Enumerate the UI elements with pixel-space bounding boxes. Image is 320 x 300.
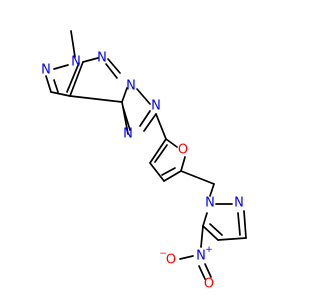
bond [53, 79, 59, 93]
bond [121, 87, 128, 103]
bond [180, 170, 215, 185]
bond [50, 91, 71, 97]
bond [180, 156, 186, 172]
atom-n-pyrazole2: N [234, 196, 244, 211]
bond [198, 265, 206, 280]
atom-o-nitro: O [166, 253, 176, 268]
molecule-canvas: N N N N N N O N N N + O − O [41, 30, 247, 292]
bond [69, 61, 84, 97]
atom-n-triazole: N [151, 99, 161, 114]
atom-o-furan: O [178, 143, 188, 158]
bond [204, 263, 212, 278]
bond [155, 113, 167, 140]
bond [163, 170, 182, 182]
bond [139, 110, 151, 127]
bond [149, 162, 165, 182]
atom-n-pyrazole: N [41, 63, 51, 78]
bond [143, 113, 157, 132]
bond [107, 58, 121, 74]
bond [122, 106, 131, 131]
atom-n-triazole: N [123, 127, 133, 142]
bond [161, 167, 176, 176]
bond [209, 183, 215, 197]
bond [69, 95, 123, 103]
bond-methyl [70, 30, 76, 58]
atom-n-methyl: N [71, 55, 81, 70]
bond [53, 64, 69, 70]
bond [82, 57, 99, 63]
bond [154, 144, 168, 163]
atom-n-nitro: N [196, 249, 206, 264]
bond [200, 225, 204, 248]
bond [66, 62, 80, 93]
bonds [45, 30, 247, 280]
bond [149, 138, 167, 164]
structure-diagram: N N N N N N O N N N + O − O [41, 30, 247, 292]
bond [209, 223, 223, 236]
charge-minus: − [159, 249, 167, 259]
bond [179, 255, 194, 260]
bond [237, 212, 241, 236]
charge-plus: + [205, 245, 213, 255]
atom-n-pyrazole2: N [205, 196, 215, 211]
bond [136, 88, 151, 105]
bond [105, 63, 118, 79]
atom-n-pyrimidine: N [97, 51, 107, 66]
bond [217, 237, 247, 241]
bond [165, 138, 178, 148]
bond [45, 75, 52, 93]
atom-n-bridge: N [126, 79, 136, 94]
bond [202, 212, 208, 227]
bond [243, 210, 247, 239]
atom-o-nitro: O [204, 277, 214, 292]
bond [202, 225, 219, 241]
atom-labels: N N N N N N O N N N + O − O [41, 51, 244, 292]
